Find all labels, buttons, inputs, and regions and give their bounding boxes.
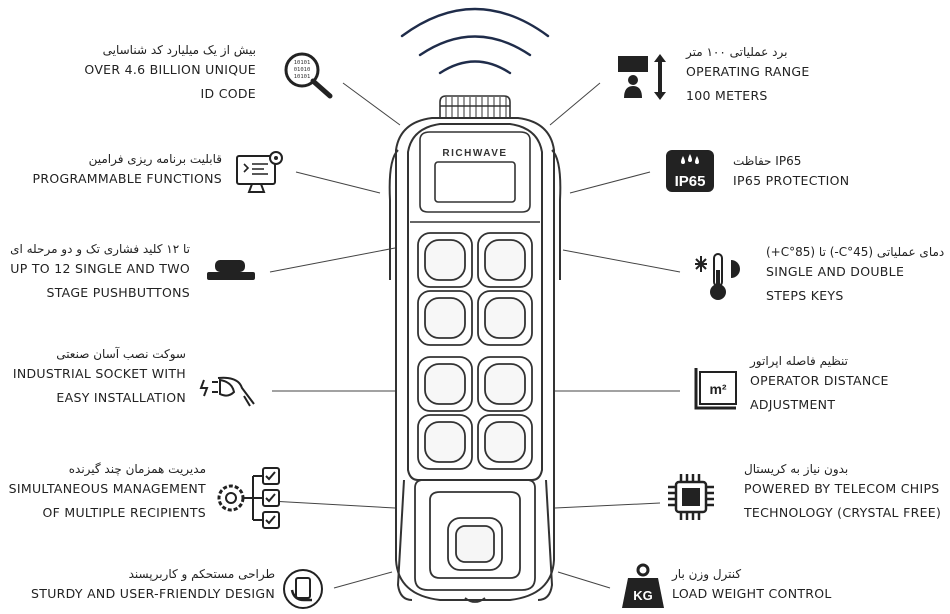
button-grid — [417, 232, 533, 470]
feature-en-line: ID CODE — [200, 86, 256, 101]
gear-checklist-icon — [213, 462, 285, 534]
feature-temperature: دمای عملیاتی (45°C-) تا (85°C+) SINGLE A… — [766, 244, 944, 308]
area-m2-icon: m² — [690, 362, 742, 414]
svg-text:KG: KG — [633, 588, 653, 603]
remote-pushbutton — [417, 232, 473, 288]
feature-pushbuttons: تا ۱۲ کلید فشاری تک و دو مرحله ای UP TO … — [10, 241, 190, 305]
feature-en-line: SINGLE AND DOUBLE — [766, 264, 905, 279]
remote-pushbutton — [417, 356, 473, 412]
feature-en-line: SIMULTANEOUS MANAGEMENT — [8, 481, 206, 496]
svg-text:IP65: IP65 — [675, 173, 706, 190]
remote-pushbutton — [477, 356, 533, 412]
feature-en-line: IP65 PROTECTION — [733, 173, 850, 188]
feature-en-line: STURDY AND USER-FRIENDLY DESIGN — [31, 586, 275, 601]
feature-en-line: OPERATING RANGE — [686, 64, 810, 79]
feature-fa-label: دمای عملیاتی (45°C-) تا (85°C+) — [766, 245, 945, 259]
feature-en-line: UP TO 12 SINGLE AND TWO — [10, 261, 190, 276]
feature-fa-label: مدیریت همزمان چند گیرنده — [68, 462, 206, 476]
feature-programmable: قابلیت برنامه ریزی فرامین PROGRAMMABLE F… — [33, 151, 222, 191]
hand-device-icon — [282, 568, 324, 610]
feature-operator-distance: تنظیم فاصله اپراتور OPERATOR DISTANCE AD… — [750, 353, 889, 417]
feature-fa-label: IP65 حفاظت — [733, 154, 802, 168]
remote-pushbutton — [417, 290, 473, 346]
feature-sturdy-design: طراحی مستحکم و کاربرپسند STURDY AND USER… — [31, 566, 275, 606]
feature-en-line: STEPS KEYS — [766, 288, 844, 303]
monitor-code-gear-icon — [234, 148, 288, 196]
remote-pushbutton — [477, 414, 533, 470]
feature-en-line: EASY INSTALLATION — [56, 390, 186, 405]
feature-fa-label: کنترل وزن بار — [672, 567, 742, 581]
feature-fa-label: برد عملیاتی ۱۰۰ متر — [686, 45, 788, 59]
feature-en-line: 100 METERS — [686, 88, 768, 103]
feature-en-line: INDUSTRIAL SOCKET WITH — [12, 366, 186, 381]
feature-fa-label: تنظیم فاصله اپراتور — [750, 354, 848, 368]
brand-logo: RICHWAVE — [442, 148, 507, 159]
feature-en-line: LOAD WEIGHT CONTROL — [672, 586, 832, 601]
signal-waves-icon — [400, 7, 550, 75]
feature-fa-label: قابلیت برنامه ریزی فرامین — [88, 152, 222, 166]
feature-operating-range: برد عملیاتی ۱۰۰ متر OPERATING RANGE 100 … — [686, 44, 810, 108]
feature-fa-label: طراحی مستحکم و کاربرپسند — [128, 567, 275, 581]
feature-en-line: ADJUSTMENT — [750, 397, 836, 412]
chip-icon — [664, 470, 718, 524]
feature-en-line: OPERATOR DISTANCE — [750, 373, 889, 388]
feature-en-line: OF MULTIPLE RECIPIENTS — [42, 505, 206, 520]
feature-fa-label: سوکت نصب آسان صنعتی — [56, 347, 186, 361]
pushbutton-icon — [205, 258, 259, 284]
plug-socket-icon — [198, 370, 262, 410]
feature-en-line: OVER 4.6 BILLION UNIQUE — [84, 62, 256, 77]
ip65-badge-icon: IP65 — [664, 148, 716, 194]
feature-multi-recipients: مدیریت همزمان چند گیرنده SIMULTANEOUS MA… — [9, 461, 206, 525]
feature-fa-label: تا ۱۲ کلید فشاری تک و دو مرحله ای — [10, 242, 190, 256]
remote-pushbutton — [417, 414, 473, 470]
remote-pushbutton — [477, 290, 533, 346]
feature-load-weight: کنترل وزن بار LOAD WEIGHT CONTROL — [672, 566, 832, 606]
feature-en-line: POWERED BY TELECOM CHIPS — [744, 481, 940, 496]
thermometer-icon — [693, 248, 749, 304]
remote-pushbutton — [477, 232, 533, 288]
svg-text:10101: 10101 — [294, 74, 311, 80]
feature-fa-label: بدون نیاز به کریستال — [744, 462, 849, 476]
weight-kg-icon: KG — [620, 562, 666, 610]
antenna-knob — [439, 95, 511, 123]
svg-text:01010: 01010 — [294, 67, 311, 73]
feature-fa-label: بیش از یک میلیارد کد شناسایی — [102, 43, 256, 57]
feature-unique-id: بیش از یک میلیارد کد شناسایی OVER 4.6 BI… — [84, 42, 256, 106]
feature-en-line: TECHNOLOGY (CRYSTAL FREE) — [744, 505, 942, 520]
feature-ip65: IP65 حفاظت IP65 PROTECTION — [733, 153, 849, 193]
feature-en-line: PROGRAMMABLE FUNCTIONS — [32, 171, 222, 186]
feature-en-line: STAGE PUSHBUTTONS — [46, 285, 190, 300]
feature-crystal-free: بدون نیاز به کریستال POWERED BY TELECOM … — [744, 461, 941, 525]
svg-text:10101: 10101 — [294, 60, 311, 66]
range-arrow-icon — [616, 52, 672, 102]
feature-socket: سوکت نصب آسان صنعتی INDUSTRIAL SOCKET WI… — [13, 346, 186, 410]
svg-text:m²: m² — [709, 381, 726, 397]
